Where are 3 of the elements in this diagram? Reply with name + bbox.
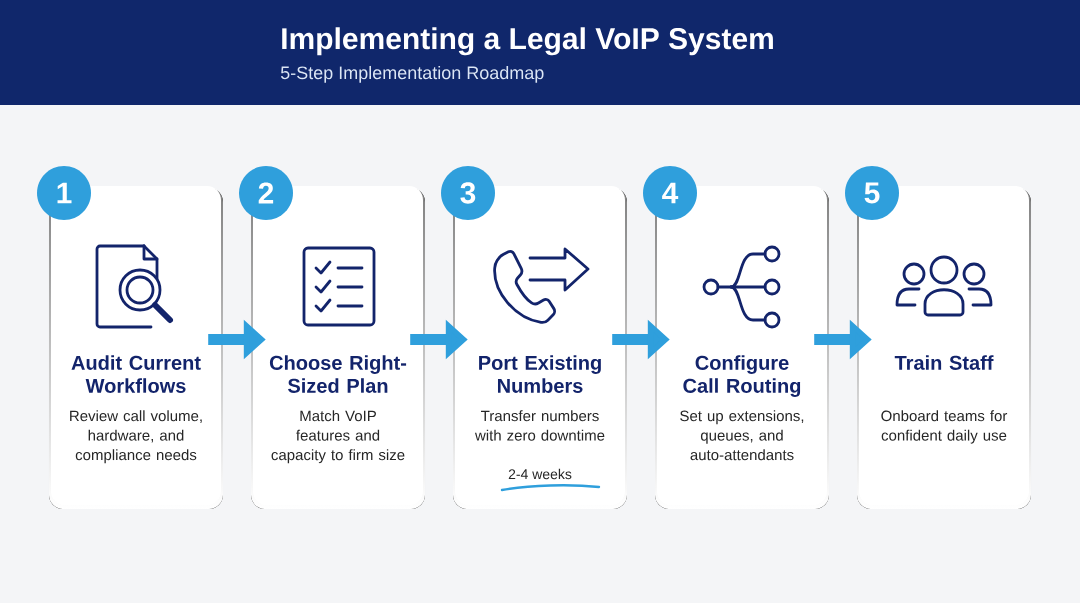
subtitle: 5-Step Implementation Roadmap: [280, 65, 544, 83]
title: Implementing a Legal VoIP System: [282, 27, 773, 56]
duration-note: 2-4 weeks: [508, 468, 572, 480]
